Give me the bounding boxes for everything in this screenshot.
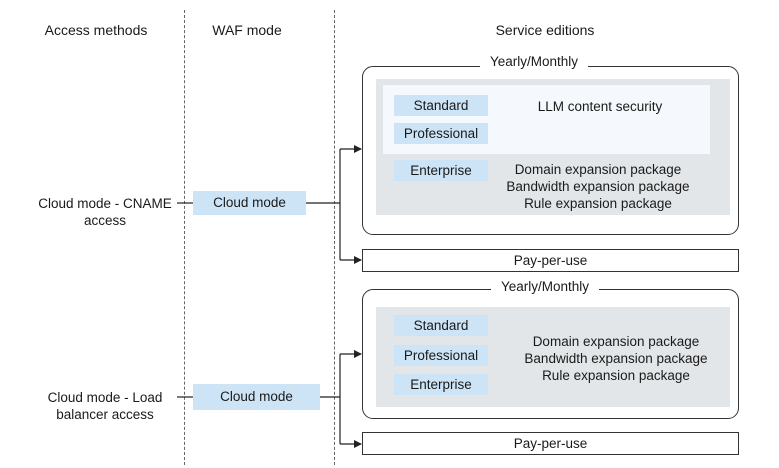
access-method-load-balancer: Cloud mode - Load balancer access: [47, 390, 163, 422]
edition-professional: Professional: [394, 123, 488, 144]
package-rule: Rule expansion package: [542, 368, 690, 383]
header-access-methods: Access methods: [44, 22, 148, 38]
edition-enterprise: Enterprise: [394, 160, 488, 181]
header-service-editions: Service editions: [495, 22, 595, 38]
waf-mode-chip: Cloud mode: [193, 191, 306, 215]
expansion-packages: Domain expansion package Bandwidth expan…: [505, 333, 727, 384]
yearly-monthly-title: Yearly/Monthly: [480, 53, 589, 71]
yearly-monthly-title: Yearly/Monthly: [491, 278, 600, 296]
edition-standard: Standard: [394, 315, 488, 336]
edition-professional: Professional: [394, 345, 488, 366]
llm-content-security-label: LLM content security: [537, 99, 663, 114]
package-bandwidth: Bandwidth expansion package: [524, 351, 708, 366]
access-method-cname: Cloud mode - CNAME access: [38, 196, 172, 228]
package-domain: Domain expansion package: [514, 162, 682, 177]
column-divider: [334, 10, 335, 465]
package-bandwidth: Bandwidth expansion package: [506, 179, 690, 194]
package-domain: Domain expansion package: [532, 334, 700, 349]
expansion-packages: Domain expansion package Bandwidth expan…: [493, 161, 703, 212]
pay-per-use-box: Pay-per-use: [362, 432, 739, 455]
edition-enterprise: Enterprise: [394, 374, 488, 395]
package-rule: Rule expansion package: [524, 196, 672, 211]
pay-per-use-box: Pay-per-use: [362, 249, 739, 272]
waf-mode-chip: Cloud mode: [193, 384, 320, 410]
column-divider: [184, 10, 185, 465]
edition-standard: Standard: [394, 95, 488, 116]
header-waf-mode: WAF mode: [212, 22, 282, 38]
